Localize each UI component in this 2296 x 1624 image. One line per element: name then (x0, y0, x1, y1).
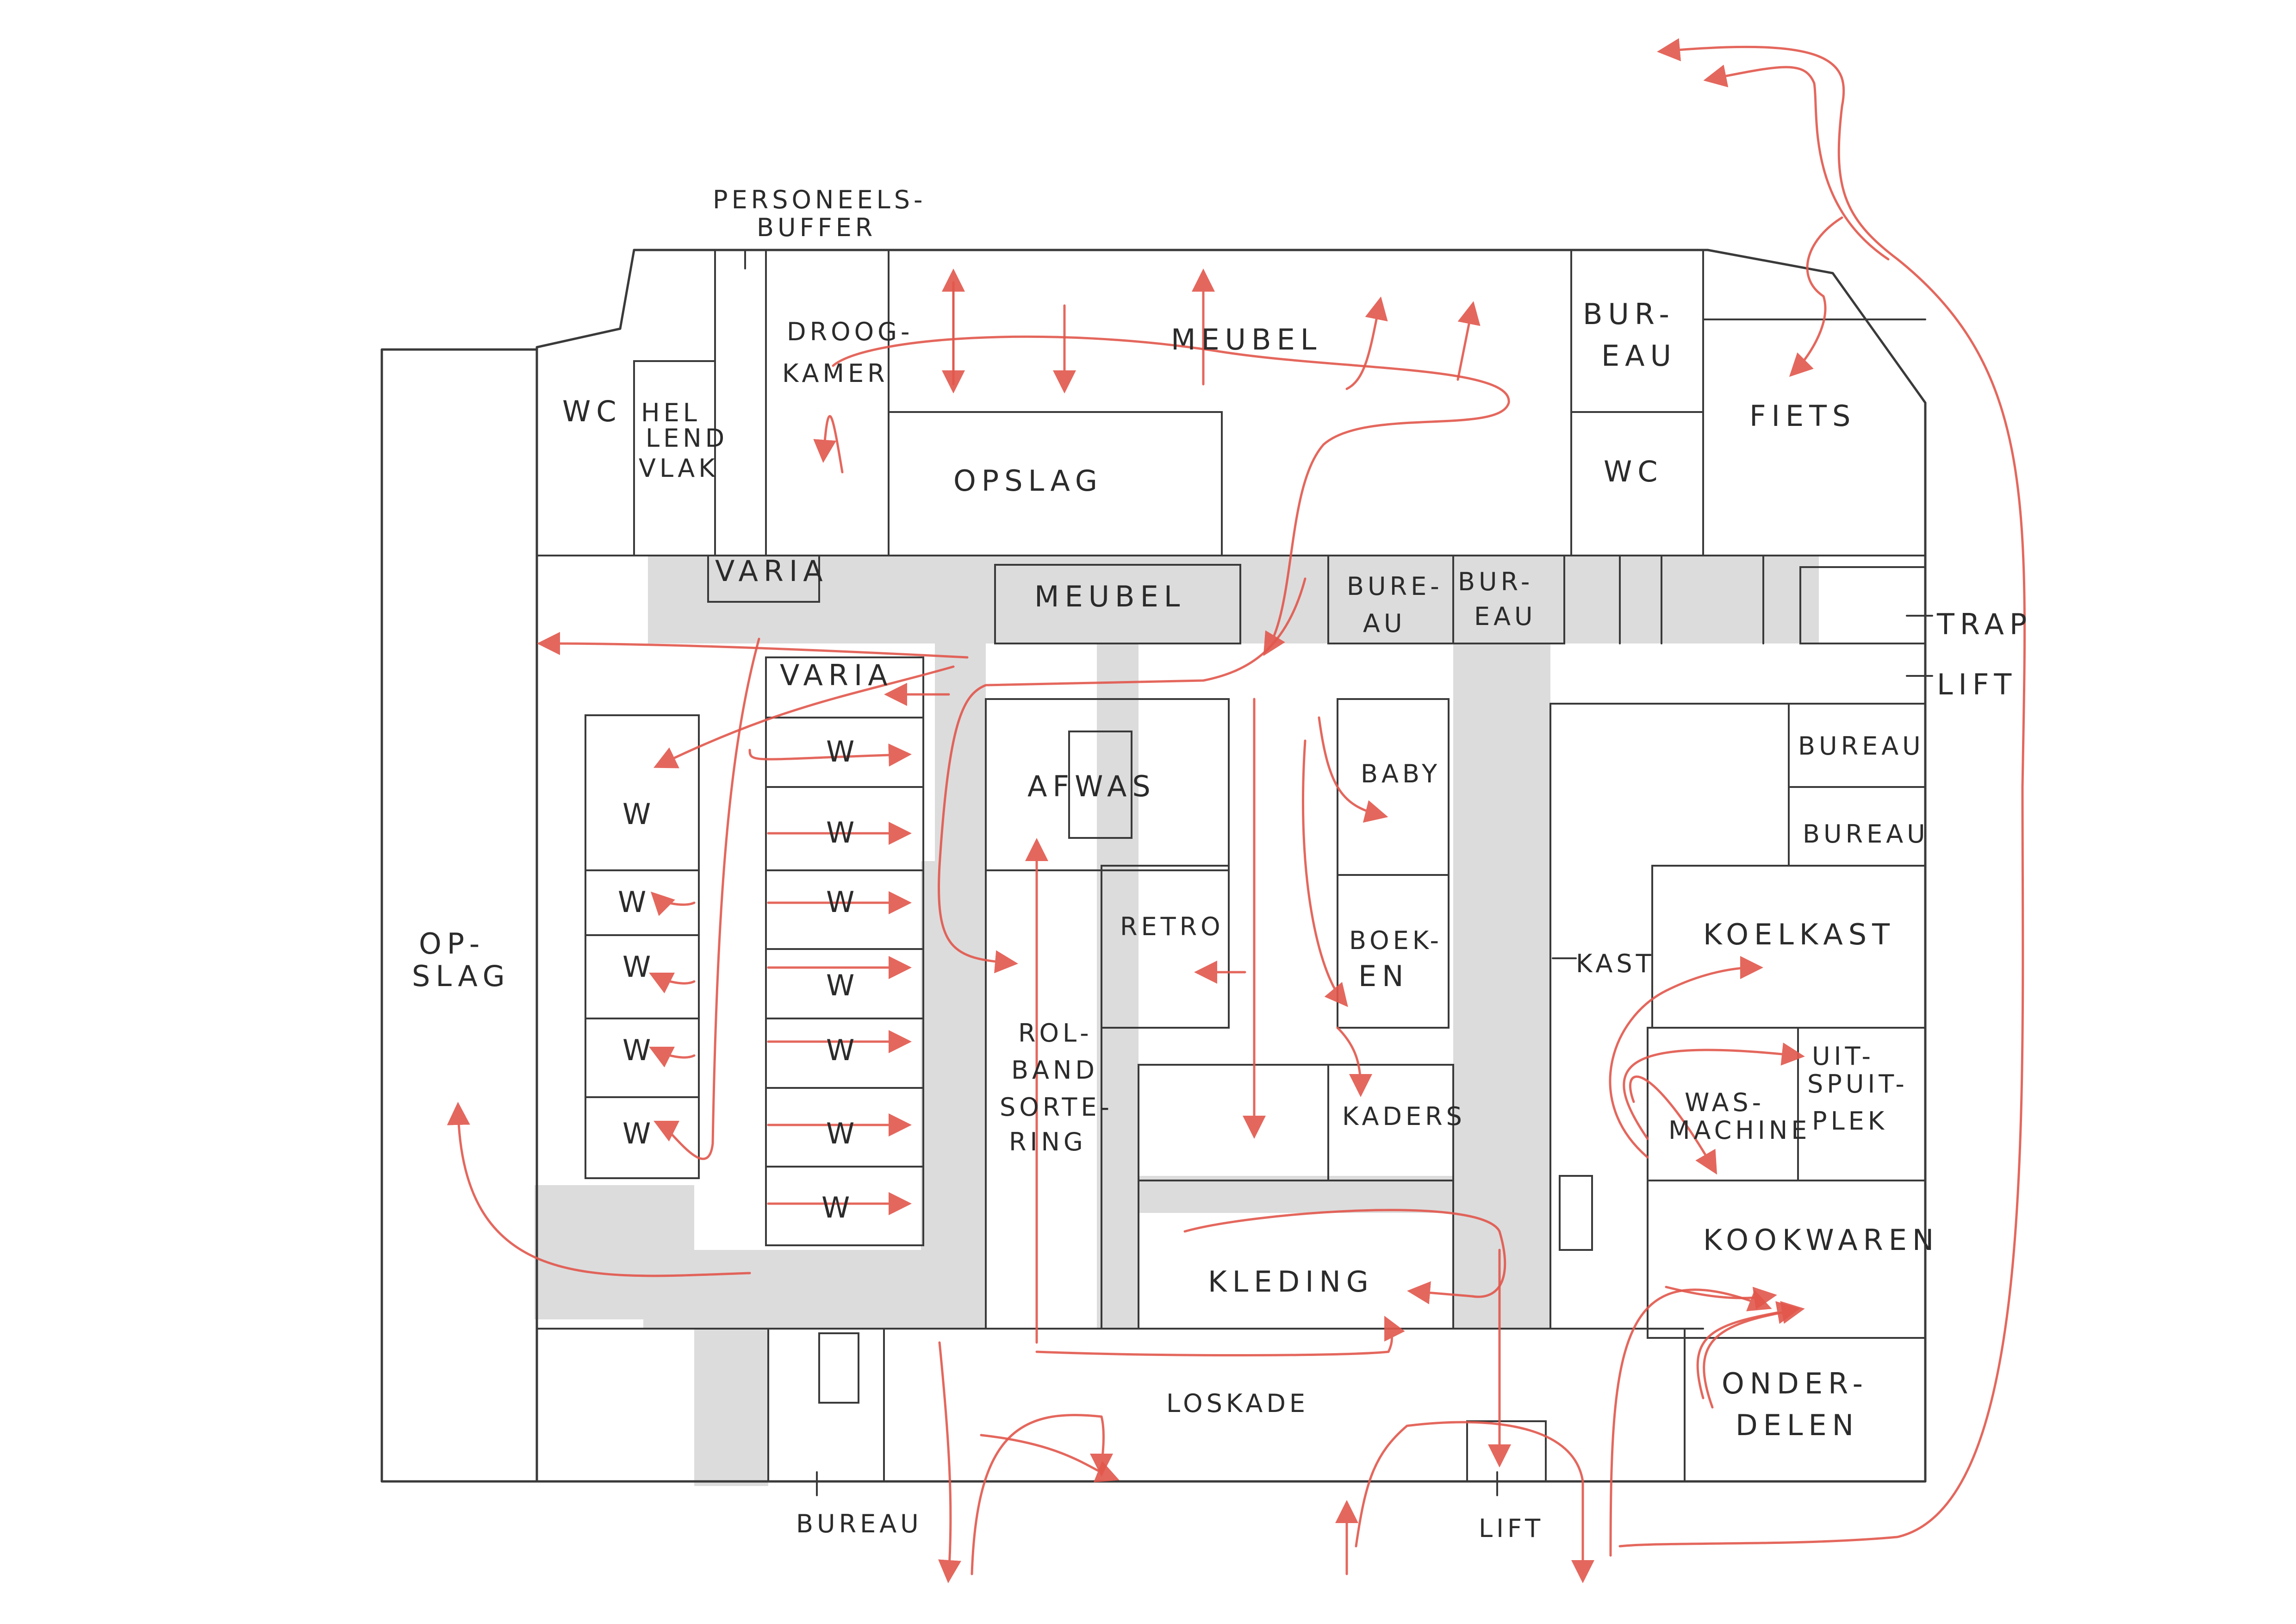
label-bureau-b-1: BUR- (1458, 567, 1533, 596)
label-opslag-left-2: SLAG (412, 959, 510, 993)
label-opslag-top: OPSLAG (953, 464, 1103, 498)
label-opslag-left-1: OP- (419, 927, 485, 961)
label-w-mid-6: W (826, 1117, 860, 1150)
label-fiets: FIETS (1749, 399, 1856, 433)
label-droogkamer-2: KAMER (782, 359, 889, 388)
label-afwas: AFWAS (1027, 769, 1156, 803)
label-w-left-1: W (622, 797, 656, 831)
label-w-mid-3: W (826, 885, 860, 919)
label-uitspuitplek-1: UIT- (1812, 1042, 1874, 1071)
label-baby: BABY (1361, 759, 1441, 788)
label-trap: TRAP (1936, 607, 2032, 641)
label-hellend-1: HEL (641, 398, 701, 427)
label-w-mid-5: W (826, 1033, 860, 1067)
label-bureau-a-2: AU (1363, 609, 1406, 638)
label-uitspuitplek-3: PLEK (1812, 1106, 1888, 1136)
label-onderdelen-2: DELEN (1736, 1408, 1859, 1442)
label-onderdelen-1: ONDER- (1722, 1367, 1868, 1400)
label-w-left-4: W (622, 1033, 656, 1067)
label-koelkast: KOELKAST (1703, 918, 1895, 951)
label-droogkamer-1: DROOG- (787, 317, 913, 346)
label-meubel-mid: MEUBEL (1034, 580, 1185, 613)
label-wasmachine-2: MACHINE (1668, 1116, 1811, 1145)
label-lift-bottom: LIFT (1479, 1514, 1544, 1543)
label-w-mid-1: W (826, 735, 860, 768)
label-bureau-top-1: BUR- (1583, 297, 1675, 331)
label-retro: RETRO (1120, 912, 1224, 941)
label-meubel-top: MEUBEL (1171, 323, 1322, 356)
flow-lines (447, 38, 2026, 1583)
label-bureau-bottom: BUREAU (796, 1509, 922, 1538)
label-varia-2: VARIA (780, 658, 893, 692)
label-loskade: LOSKADE (1166, 1389, 1309, 1418)
label-w-left-5: W (622, 1117, 656, 1150)
label-w-mid-7: W (821, 1191, 855, 1224)
label-personeelsbuffer-2: BUFFER (757, 213, 876, 242)
label-kaders: KADERS (1342, 1102, 1466, 1131)
label-hellend-3: VLAK (639, 454, 719, 483)
label-wasmachine-1: WAS- (1685, 1088, 1765, 1117)
label-bureau-top-2: EAU (1601, 339, 1677, 373)
label-rolband-2: BAND (1011, 1056, 1098, 1085)
label-rolband-4: RING (1009, 1127, 1087, 1156)
label-w-mid-4: W (826, 968, 860, 1002)
label-wc-left: WC (562, 394, 622, 428)
label-wc-right: WC (1604, 455, 1663, 488)
label-boeken-1: BOEK- (1349, 926, 1443, 955)
label-rolband-3: SORTE- (1000, 1093, 1113, 1122)
label-bureau-r1: BUREAU (1798, 731, 1924, 761)
label-uitspuitplek-2: SPUIT- (1807, 1069, 1908, 1099)
label-w-left-3: W (622, 950, 656, 984)
label-kast: KAST (1576, 949, 1655, 978)
label-personeelsbuffer-1: PERSONEELS- (713, 185, 926, 214)
label-w-left-2: W (618, 885, 652, 919)
label-bureau-a-1: BURE- (1347, 572, 1443, 601)
label-lift-right: LIFT (1937, 668, 2017, 701)
label-bureau-b-2: EAU (1474, 602, 1537, 631)
label-kleding: KLEDING (1208, 1265, 1374, 1299)
label-bureau-r2: BUREAU (1803, 819, 1929, 849)
label-rolband-1: ROL- (1018, 1018, 1093, 1048)
room-labels: PERSONEELS- BUFFER WC HEL LEND VLAK DROO… (412, 185, 2032, 1543)
label-varia-1: VARIA (715, 554, 828, 588)
label-hellend-2: LEND (646, 424, 728, 453)
label-kookwaren: KOOKWAREN (1703, 1223, 1939, 1257)
label-w-mid-2: W (826, 816, 860, 849)
walls (380, 249, 1933, 1496)
label-boeken-2: EN (1358, 959, 1409, 993)
